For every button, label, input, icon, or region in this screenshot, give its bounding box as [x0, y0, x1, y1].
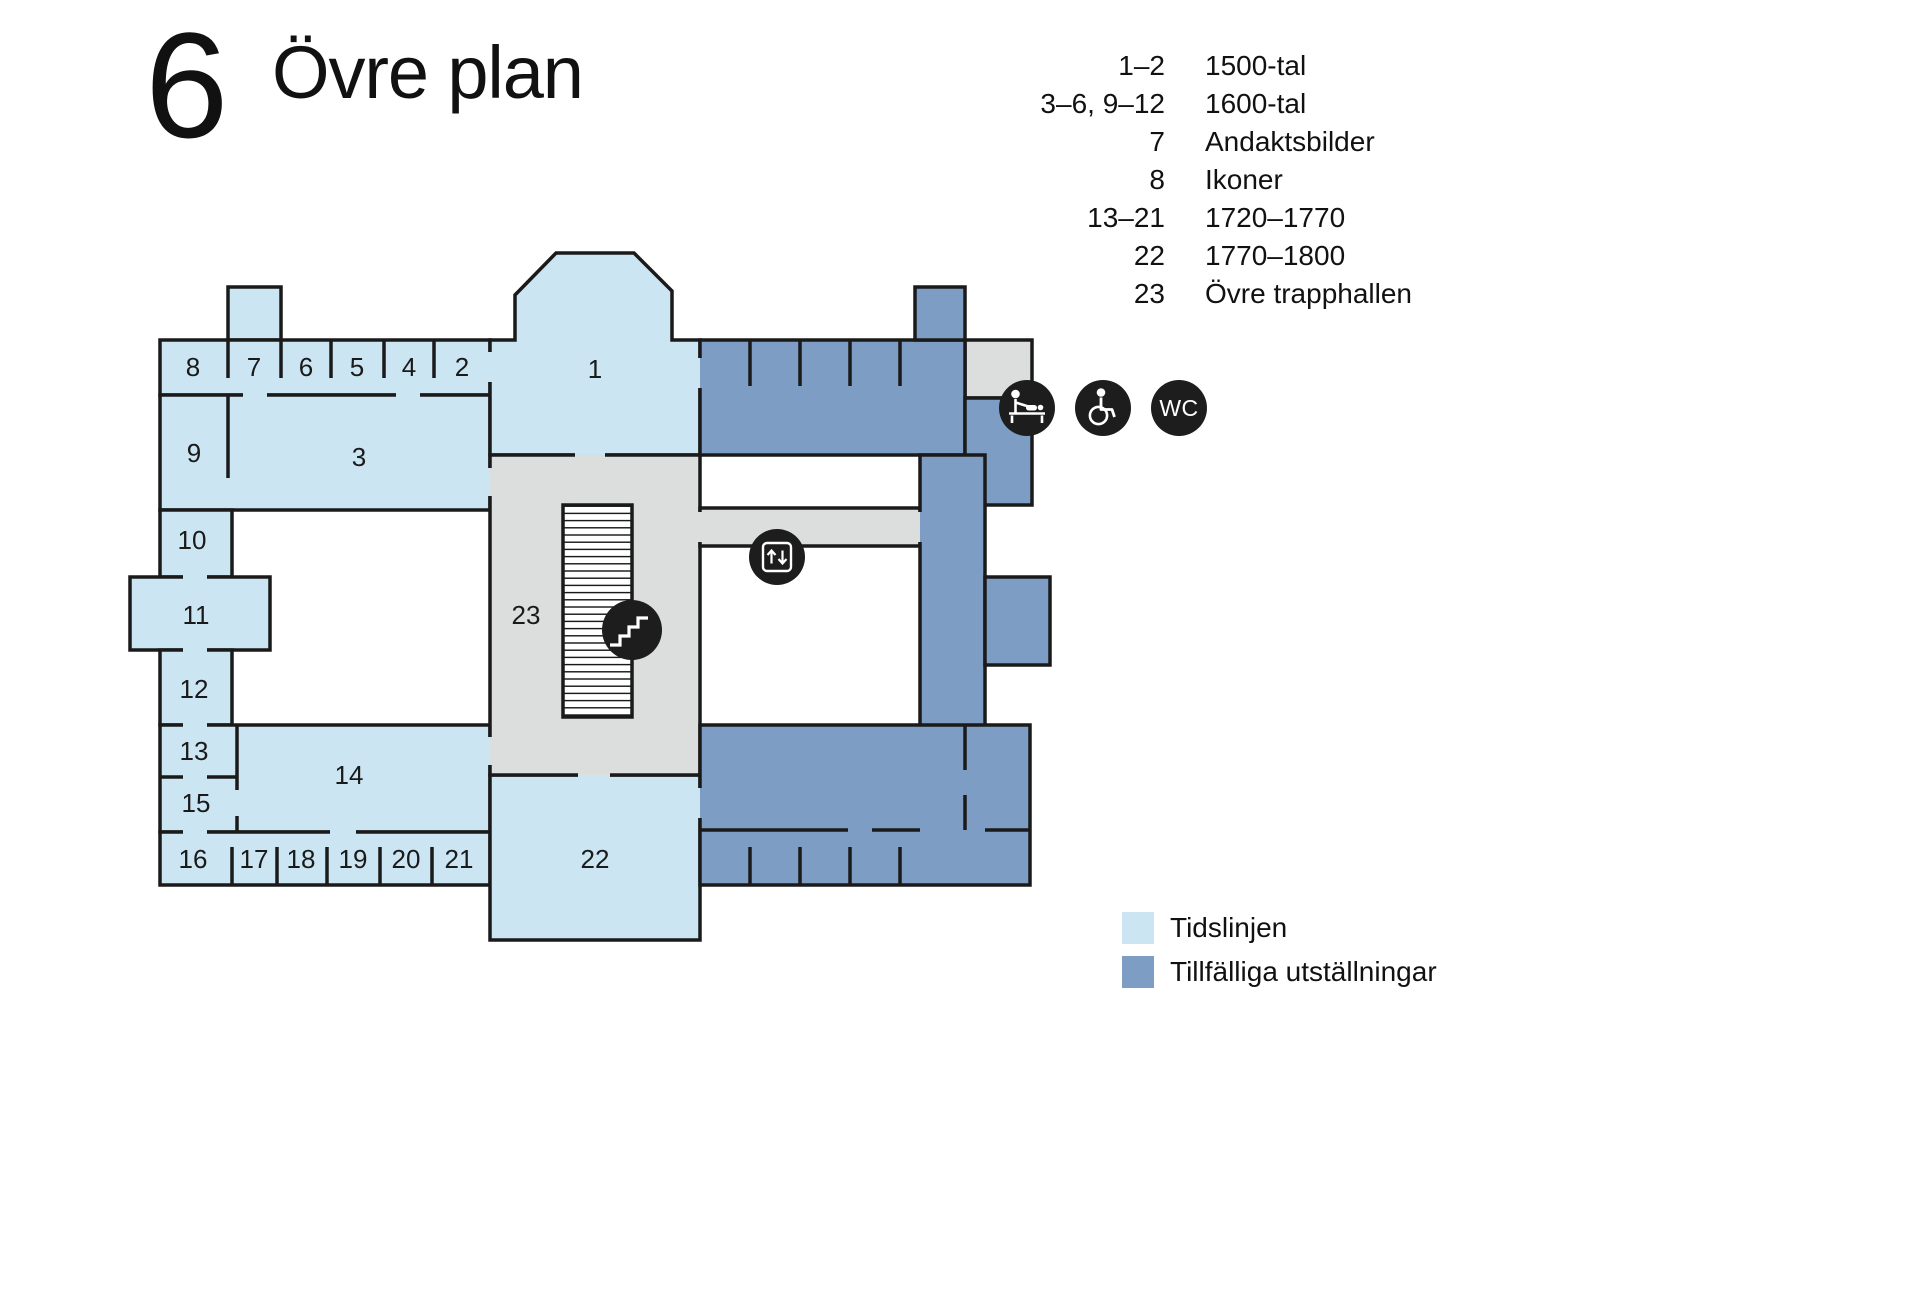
room-label-23: 23 [512, 600, 541, 630]
legend-room-label: 1770–1800 [1205, 240, 1346, 271]
room-label-7: 7 [247, 352, 261, 382]
room-label-22: 22 [581, 844, 610, 874]
wc-label: WC [1159, 395, 1198, 421]
legend-row: 3–6, 9–12 1600-tal [940, 85, 1412, 123]
color-legend-row: Tillfälliga utställningar [1122, 956, 1437, 988]
baby-changing-glyph [1009, 389, 1045, 423]
rooms-9-3 [158, 393, 492, 512]
wheelchair-glyph [1088, 388, 1116, 426]
temporary-bottom-band [698, 723, 1032, 887]
room-label-20: 20 [392, 844, 421, 874]
room-numbers: 8 7 6 5 4 2 1 9 3 10 11 12 13 14 15 16 1… [178, 352, 610, 874]
legend-room-label: Övre trapphallen [1205, 278, 1413, 309]
legend-room-numbers: 23 [1133, 278, 1165, 309]
legend-room-numbers: 8 [1149, 164, 1165, 195]
room-label-19: 19 [339, 844, 368, 874]
color-legend: Tidslinjen Tillfälliga utställningar [1122, 912, 1437, 988]
room-label-4: 4 [402, 352, 416, 382]
room-label-14: 14 [335, 760, 364, 790]
temporary-annex-up [913, 285, 967, 342]
legend-row: 23 Övre trapphallen [940, 275, 1412, 313]
room-label-13: 13 [180, 736, 209, 766]
legend-room-label: Andaktsbilder [1205, 126, 1375, 157]
elevator-glyph [761, 541, 793, 573]
room-label-5: 5 [350, 352, 364, 382]
legend-row: 13–21 1720–1770 [940, 199, 1412, 237]
corridor [698, 506, 922, 548]
temporary-east-annex [983, 575, 1052, 667]
legend-room-numbers: 1–2 [1118, 50, 1165, 81]
color-legend-label: Tillfälliga utställningar [1170, 956, 1437, 987]
stairs-glyph [610, 616, 648, 647]
room-label-21: 21 [445, 844, 474, 874]
facility-icons: WC [602, 380, 1207, 660]
room-22 [488, 773, 702, 942]
temporary-top-band [698, 338, 967, 457]
room-7-annex [226, 285, 283, 342]
room-label-15: 15 [182, 788, 211, 818]
partition-walls [160, 340, 1030, 885]
room-label-18: 18 [287, 844, 316, 874]
room-label-11: 11 [183, 600, 210, 630]
room-11 [128, 575, 272, 652]
room-label-10: 10 [178, 525, 207, 555]
rooms-bottom-band [158, 830, 492, 887]
door-openings-timeline [183, 352, 700, 839]
legend-row: 8 Ikoner [940, 161, 1412, 199]
temporary-region [698, 285, 1052, 887]
door-openings-hall [490, 455, 920, 775]
room-label-3: 3 [352, 442, 366, 472]
legend-room-label: Ikoner [1205, 164, 1283, 195]
legend-room-numbers: 22 [1133, 240, 1165, 271]
room-label-16: 16 [179, 844, 208, 874]
color-legend-label: Tidslinjen [1170, 912, 1288, 943]
floor-number: 6 [145, 1, 228, 169]
room-label-1: 1 [588, 354, 602, 384]
legend-row: 7 Andaktsbilder [940, 123, 1412, 161]
legend-room-label: 1600-tal [1205, 88, 1307, 119]
room-10 [158, 508, 234, 579]
wc-icon [1151, 380, 1207, 436]
legend-room-label: 1500-tal [1205, 50, 1307, 81]
room-label-17: 17 [240, 844, 269, 874]
room-label-12: 12 [180, 674, 209, 704]
room-label-8: 8 [186, 352, 200, 382]
legend-room-numbers: 3–6, 9–12 [1040, 88, 1165, 119]
room-label-9: 9 [187, 438, 201, 468]
timeline-swatch [1122, 912, 1154, 944]
room-label-2: 2 [455, 352, 469, 382]
legend-room-numbers: 13–21 [1087, 202, 1165, 233]
legend-row: 22 1770–1800 [940, 237, 1412, 275]
legend-room-label: 1720–1770 [1205, 202, 1346, 233]
room-label-6: 6 [299, 352, 313, 382]
color-legend-row: Tidslinjen [1122, 912, 1437, 944]
legend-room-numbers: 7 [1149, 126, 1165, 157]
rooms-top-band [158, 338, 492, 397]
legend-row: 1–2 1500-tal [940, 47, 1412, 85]
elevator-icon [749, 529, 805, 585]
temporary-swatch [1122, 956, 1154, 988]
page-title: Övre plan [272, 31, 584, 114]
stairs-icon [602, 600, 662, 660]
room-legend: 1–2 1500-tal 3–6, 9–12 1600-tal 7 Andakt… [940, 47, 1412, 313]
